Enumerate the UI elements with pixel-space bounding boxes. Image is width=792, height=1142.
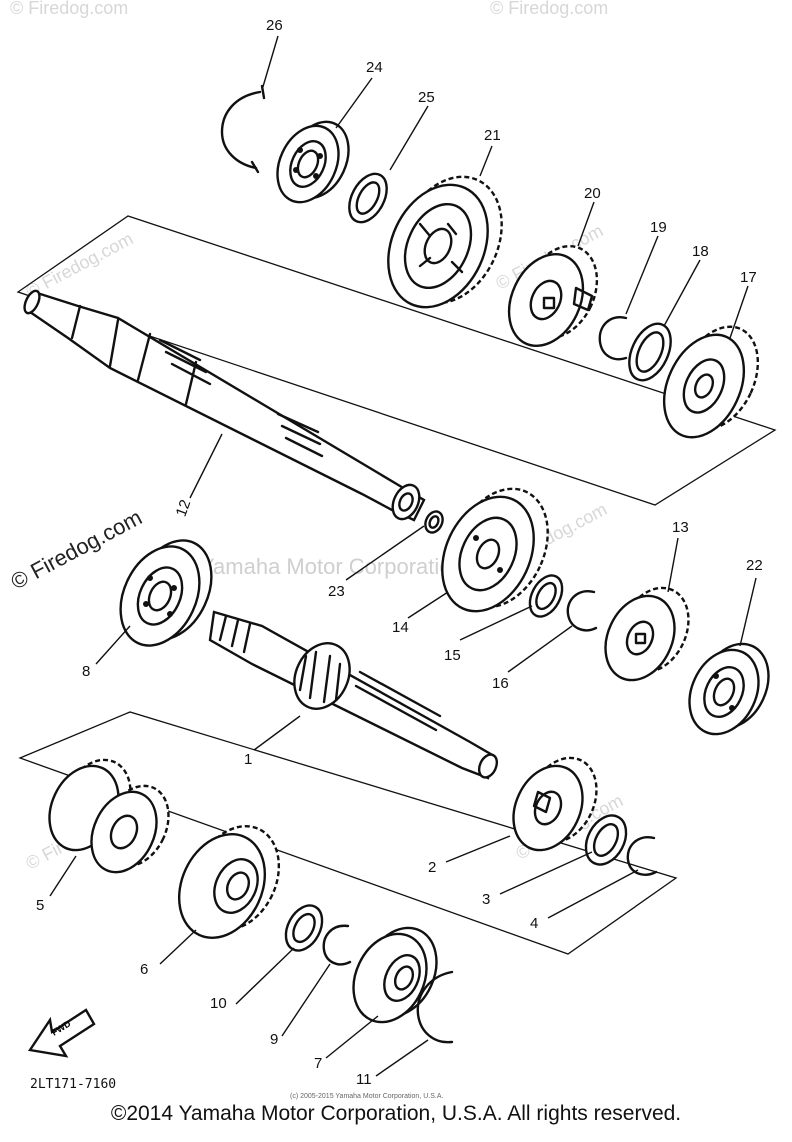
callout-26: 26 [266, 17, 283, 34]
watermark-firedog: © Firedog.com [10, 0, 128, 18]
part-21-gear [387, 175, 503, 309]
fine-print-copyright: (c) 2005-2015 Yamaha Motor Corporation, … [290, 1093, 443, 1100]
callout-20: 20 [584, 185, 601, 202]
watermark-firedog: © Firedog.com [22, 228, 136, 301]
part-1-drive-axle [208, 610, 499, 780]
part-11-circlip [416, 970, 454, 1044]
part-25-washer [348, 172, 388, 224]
callout-14: 14 [392, 619, 409, 636]
diagram-part-code: 2LT171-7160 [30, 1077, 116, 1092]
part-23-collar [424, 510, 444, 534]
part-6-gear [177, 825, 281, 939]
part-22-bearing [688, 642, 770, 736]
part-19-circlip [598, 316, 628, 361]
callout-6: 6 [140, 961, 148, 978]
part-20-gear [507, 244, 599, 348]
part-3-washer [584, 814, 628, 866]
assembly-frames [16, 215, 777, 955]
leader-lines [49, 35, 757, 1077]
callout-12: 12 [173, 497, 195, 518]
copyright-footer: ©2014 Yamaha Motor Corporation, U.S.A. A… [110, 1102, 682, 1125]
callout-16: 16 [492, 675, 509, 692]
callout-19: 19 [650, 219, 667, 236]
part-15-washer [528, 574, 564, 618]
part-14-gear [441, 487, 549, 613]
part-10-washer [284, 904, 324, 952]
part-13-gear [604, 586, 690, 682]
callout-2: 2 [428, 859, 436, 876]
callout-10: 10 [210, 995, 227, 1012]
part-16-circlip [566, 590, 598, 632]
part-2-gear [512, 756, 598, 852]
part-8-bearing [119, 539, 213, 647]
callout-5: 5 [36, 897, 44, 914]
part-9-circlip [322, 924, 352, 966]
callout-13: 13 [672, 519, 689, 536]
part-24-bearing [276, 120, 350, 204]
callout-4: 4 [530, 915, 538, 932]
callout-18: 18 [692, 243, 709, 260]
watermark-firedog-prominent: © Firedog.com [7, 504, 146, 594]
fwd-arrow-icon: FWD [27, 1008, 96, 1058]
callout-17: 17 [740, 269, 757, 286]
part-12-main-axle [23, 289, 426, 522]
callout-25: 25 [418, 89, 435, 106]
part-17-gear [662, 325, 760, 439]
callout-8: 8 [82, 663, 90, 680]
callout-9: 9 [270, 1031, 278, 1048]
part-5-double-gear [48, 758, 170, 874]
callout-1: 1 [244, 751, 252, 768]
part-18-washer [628, 322, 672, 382]
callouts: 26 24 25 21 20 19 18 17 12 23 14 15 16 1… [36, 17, 763, 1088]
callout-7: 7 [314, 1055, 322, 1072]
callout-22: 22 [746, 557, 763, 574]
callout-24: 24 [366, 59, 383, 76]
callout-23: 23 [328, 583, 345, 600]
part-7-bearing [352, 926, 438, 1024]
callout-21: 21 [484, 127, 501, 144]
callout-11: 11 [356, 1071, 372, 1088]
watermark-firedog: © Firedog.com [490, 0, 608, 18]
callout-15: 15 [444, 647, 461, 664]
part-26-circlip [220, 84, 266, 174]
part-4-circlip [626, 836, 658, 876]
callout-3: 3 [482, 891, 490, 908]
